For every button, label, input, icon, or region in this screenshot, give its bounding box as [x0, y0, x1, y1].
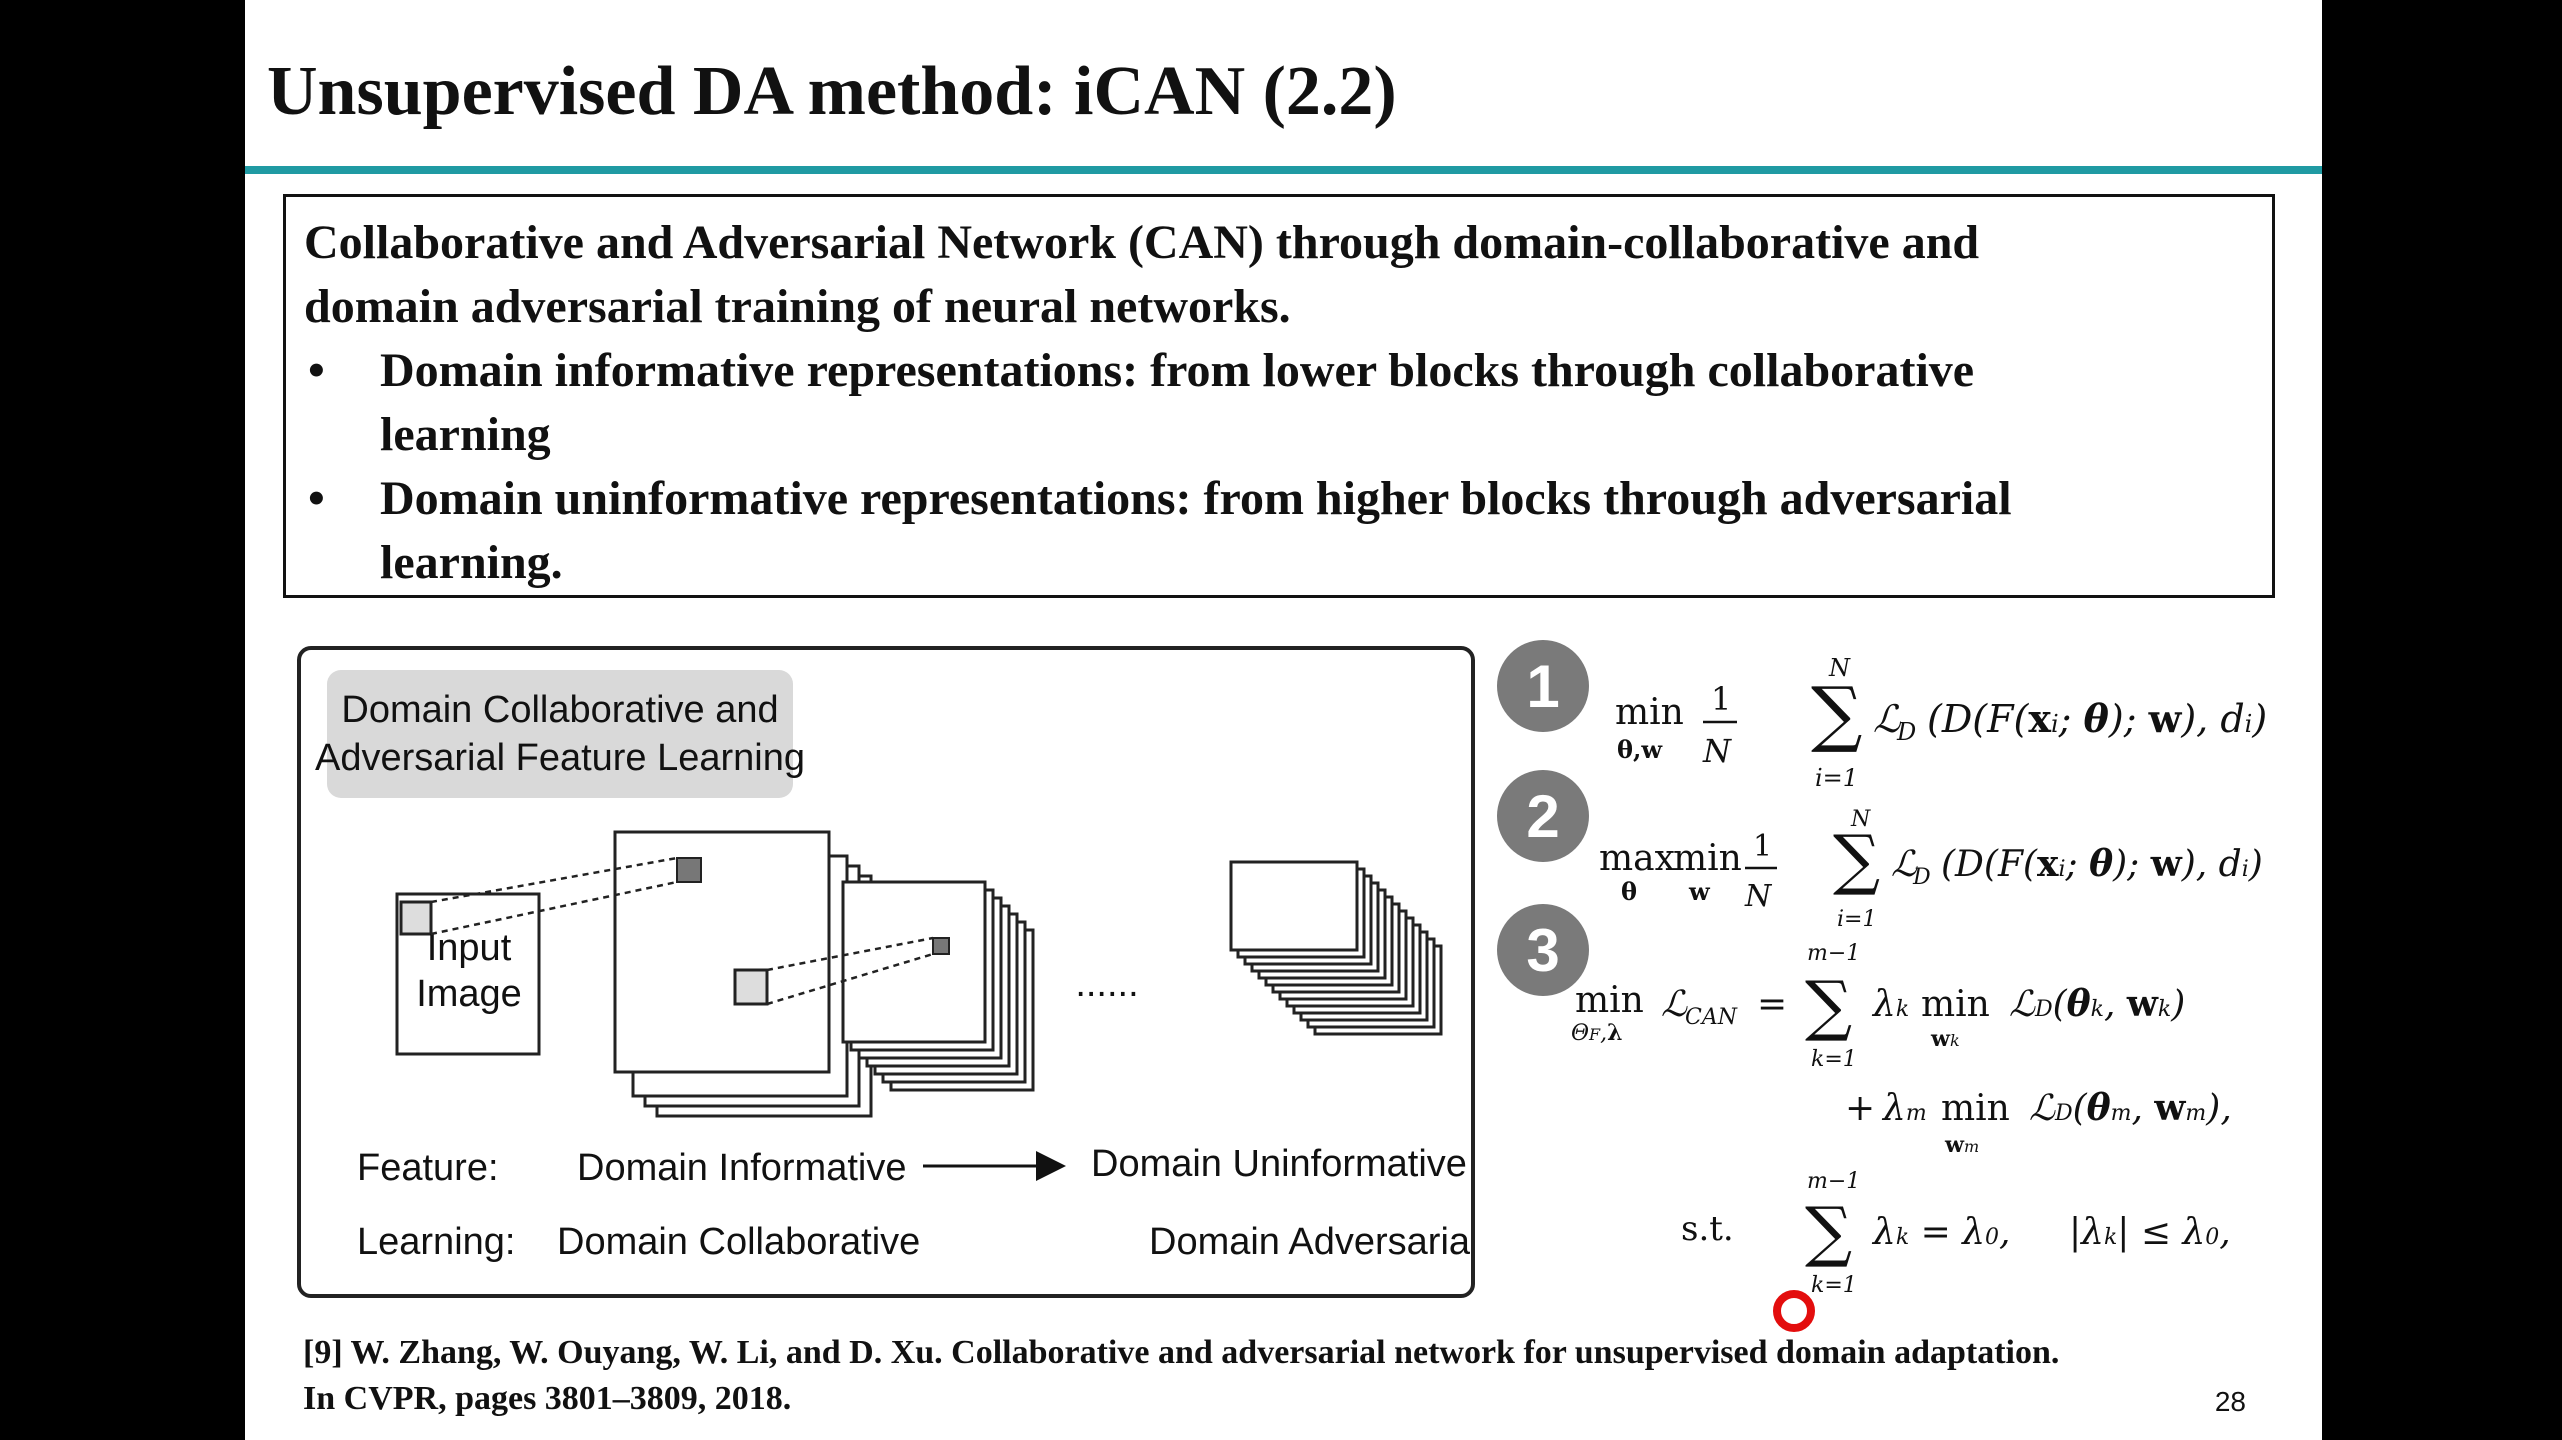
svg-text:ℒ: ℒ: [1873, 697, 1902, 741]
equation-3: min ΘF,λ ℒ CAN = m−1 ∑ k=1 λk min wk ℒD(…: [1571, 941, 2232, 1298]
summary-intro-line2: domain adversarial training of neural ne…: [304, 280, 1291, 333]
equation-badge-1: 1: [1497, 640, 1589, 732]
svg-text:∑: ∑: [1805, 967, 1852, 1044]
svg-text:ℒ: ℒ: [1661, 984, 1688, 1025]
input-patch: [399, 900, 433, 936]
page-number: 28: [2214, 1386, 2246, 1417]
summary-intro-line1: Collaborative and Adversarial Network (C…: [304, 216, 1980, 269]
projection-line: [430, 880, 678, 936]
svg-text:wk: wk: [1930, 1026, 1960, 1052]
feature-map-stack-2: [841, 880, 1035, 1092]
svg-text:m−1: m−1: [1807, 941, 1860, 966]
svg-text:ΘF,λ: ΘF,λ: [1571, 1020, 1623, 1046]
svg-text:(D(F(xi; θ); w), di): (D(F(xi; θ); w), di): [1927, 696, 2267, 741]
architecture-diagram: Domain Collaborative and Adversarial Fea…: [315, 670, 1475, 1263]
feature-map-stack-1: [613, 830, 873, 1118]
reference: [9] W. Zhang, W. Ouyang, W. Li, and D. X…: [303, 1330, 2059, 1422]
reference-line1: [9] W. Zhang, W. Ouyang, W. Li, and D. X…: [303, 1334, 2060, 1371]
slide-title: Unsupervised DA method: iCAN (2.2): [267, 53, 1397, 130]
svg-text:3: 3: [1526, 917, 1559, 984]
bullet-text-line2: learning: [380, 408, 551, 461]
domain-adversarial-label: Domain Adversarial: [1149, 1221, 1475, 1263]
svg-text:k=1: k=1: [1811, 1047, 1857, 1072]
svg-text:ℒD(θk, wk): ℒD(θk, wk): [2009, 983, 2185, 1025]
feature-map-layer: [1229, 860, 1359, 952]
input-label-line2: Image: [416, 973, 522, 1015]
bullet-text-line1: Domain informative representations: from…: [380, 344, 1975, 397]
svg-text:λk = λ0,: λk = λ0,: [1871, 1212, 2011, 1253]
svg-text:w: w: [1688, 877, 1711, 906]
svg-text:min: min: [1921, 984, 1990, 1025]
equations-panel: 1 2 3 min θ,w 1 N N ∑ i=1 ℒ D (D(F(xi; θ…: [1497, 640, 2267, 1298]
svg-text:min: min: [1941, 1088, 2010, 1129]
summary-box: Collaborative and Adversarial Network (C…: [283, 194, 2275, 598]
figure-header-line1: Domain Collaborative and: [341, 689, 778, 731]
bullet-marker: •: [308, 472, 325, 525]
svg-text:θ: θ: [1621, 877, 1637, 906]
ellipsis: ......: [1075, 963, 1138, 1005]
equation-badge-2: 2: [1497, 770, 1589, 862]
svg-text:N: N: [1828, 654, 1851, 682]
svg-text:λm: λm: [1881, 1088, 1927, 1129]
svg-text:k=1: k=1: [1811, 1273, 1857, 1298]
figure-header-box: [327, 670, 793, 798]
svg-text:D: D: [1896, 718, 1916, 746]
feature-map-stack-3: [1229, 860, 1443, 1036]
learning-row-label: Learning:: [357, 1221, 515, 1263]
bullet-text-line1: Domain uninformative representations: fr…: [380, 472, 2012, 525]
svg-text:∑: ∑: [1805, 1193, 1852, 1270]
architecture-figure: Domain Collaborative and Adversarial Fea…: [297, 646, 1475, 1298]
svg-text:1: 1: [1753, 829, 1772, 864]
equation-1: min θ,w 1 N N ∑ i=1 ℒ D (D(F(xi; θ); w),…: [1615, 654, 2267, 792]
svg-text:|λk| ≤ λ0,: |λk| ≤ λ0,: [2069, 1212, 2231, 1253]
bullet-text-line2: learning.: [380, 536, 563, 589]
svg-text:N: N: [1850, 807, 1871, 832]
svg-text:ℒD(θm, wm),: ℒD(θm, wm),: [2029, 1087, 2232, 1129]
svg-text:min: min: [1673, 838, 1742, 879]
projection-line: [430, 856, 678, 904]
bullet-item: • Domain uninformative representations: …: [304, 467, 2272, 595]
svg-text:∑: ∑: [1811, 671, 1862, 755]
svg-text:max: max: [1599, 838, 1675, 879]
slide: Unsupervised DA method: iCAN (2.2) Colla…: [245, 0, 2322, 1440]
domain-informative-label: Domain Informative: [577, 1147, 906, 1189]
equation-2: max θ min w 1 N N ∑ i=1 ℒ D (D(F(xi; θ);…: [1599, 807, 2263, 932]
svg-text:λk: λk: [1871, 984, 1909, 1025]
svg-text:1: 1: [1526, 653, 1559, 720]
svg-text:m−1: m−1: [1807, 1169, 1860, 1194]
svg-text:i=1: i=1: [1837, 907, 1876, 932]
svg-text:ℒ: ℒ: [1891, 844, 1918, 885]
pointer-cursor-icon: [1773, 1290, 1815, 1332]
reference-line2: In CVPR, pages 3801–3809, 2018.: [303, 1380, 792, 1417]
svg-text:D: D: [1912, 865, 1931, 890]
svg-text:min: min: [1615, 692, 1684, 733]
equation-badge-3: 3: [1497, 904, 1589, 996]
bullet-item: • Domain informative representations: fr…: [304, 339, 2272, 467]
subject-to-label: s.t.: [1681, 1209, 1734, 1249]
svg-text:N: N: [1744, 879, 1773, 914]
svg-text:N: N: [1702, 732, 1732, 770]
svg-text:(D(F(xi; θ); w), di): (D(F(xi; θ); w), di): [1941, 843, 2263, 885]
svg-text:i=1: i=1: [1815, 764, 1858, 792]
bullet-marker: •: [308, 344, 325, 397]
domain-collaborative-label: Domain Collaborative: [557, 1221, 920, 1263]
input-label-line1: Input: [427, 927, 512, 969]
figure-header-line2: Adversarial Feature Learning: [315, 737, 805, 779]
svg-text:2: 2: [1526, 783, 1559, 850]
svg-text:CAN: CAN: [1685, 1005, 1738, 1030]
title-divider: [245, 166, 2322, 174]
svg-text:min: min: [1575, 980, 1644, 1021]
svg-text:wm: wm: [1944, 1132, 1979, 1158]
svg-text:=: =: [1757, 984, 1787, 1025]
feature-row-label: Feature:: [357, 1147, 499, 1189]
svg-text:+: +: [1845, 1088, 1875, 1129]
svg-text:∑: ∑: [1833, 821, 1880, 898]
svg-text:θ,w: θ,w: [1617, 735, 1663, 764]
domain-uninformative-label: Domain Uninformative: [1091, 1143, 1467, 1185]
projection-line: [766, 952, 934, 1006]
svg-text:1: 1: [1711, 680, 1731, 718]
